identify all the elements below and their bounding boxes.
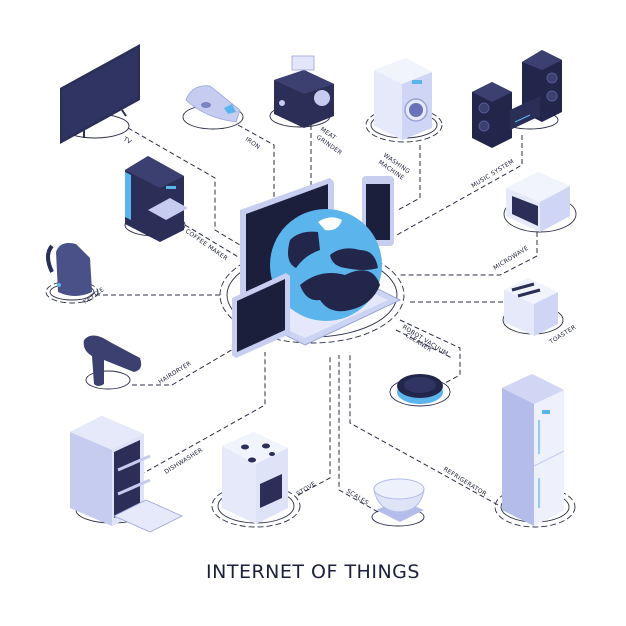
hairdryer-label: HAIRDRYER [157,360,192,386]
diagram-title: INTERNET OF THINGS [206,561,420,583]
stove-device[interactable]: STOVE [211,432,317,528]
hub [219,176,405,358]
scales-label: SCALES [345,488,370,507]
meat-grinder-device[interactable]: MEAT GRINDER [269,55,343,157]
microwave-label: MICROWAVE [492,245,530,272]
tv-device[interactable]: TV [60,44,140,146]
refrigerator-label: REFRIGERATOR [442,466,488,498]
tv-label: TV [121,135,133,146]
refrigerator-device[interactable]: REFRIGERATOR [442,374,576,528]
music-system-label: MUSIC SYSTEM [470,158,515,190]
music-system-device[interactable]: MUSIC SYSTEM [470,50,562,190]
robot-vacuum-label-1: ROBOT VACUUM [401,324,449,358]
toaster-label: TOASTER [548,324,578,346]
scales-device[interactable]: SCALES [345,478,425,527]
iron-label: IRON [244,136,261,151]
washing-machine-device[interactable]: WASHING MACHINE [365,58,443,182]
microwave-device[interactable]: MICROWAVE [492,172,577,272]
coffee-maker-device[interactable]: COFFEE MAKER [124,156,229,262]
toaster-device[interactable]: TOASTER [502,278,578,346]
kettle-device[interactable]: KETTLE [45,243,106,306]
coffee-maker-label: COFFEE MAKER [184,228,229,262]
robot-vacuum-device[interactable]: ROBOT VACUUM CLEANER [389,324,451,407]
stove-label: STOVE [295,480,317,497]
dishwasher-device[interactable]: DISHWASHER [70,416,204,533]
hairdryer-device[interactable]: HAIRDRYER [83,335,193,390]
connector-lines [95,124,538,513]
iron-device[interactable]: IRON [182,85,261,151]
